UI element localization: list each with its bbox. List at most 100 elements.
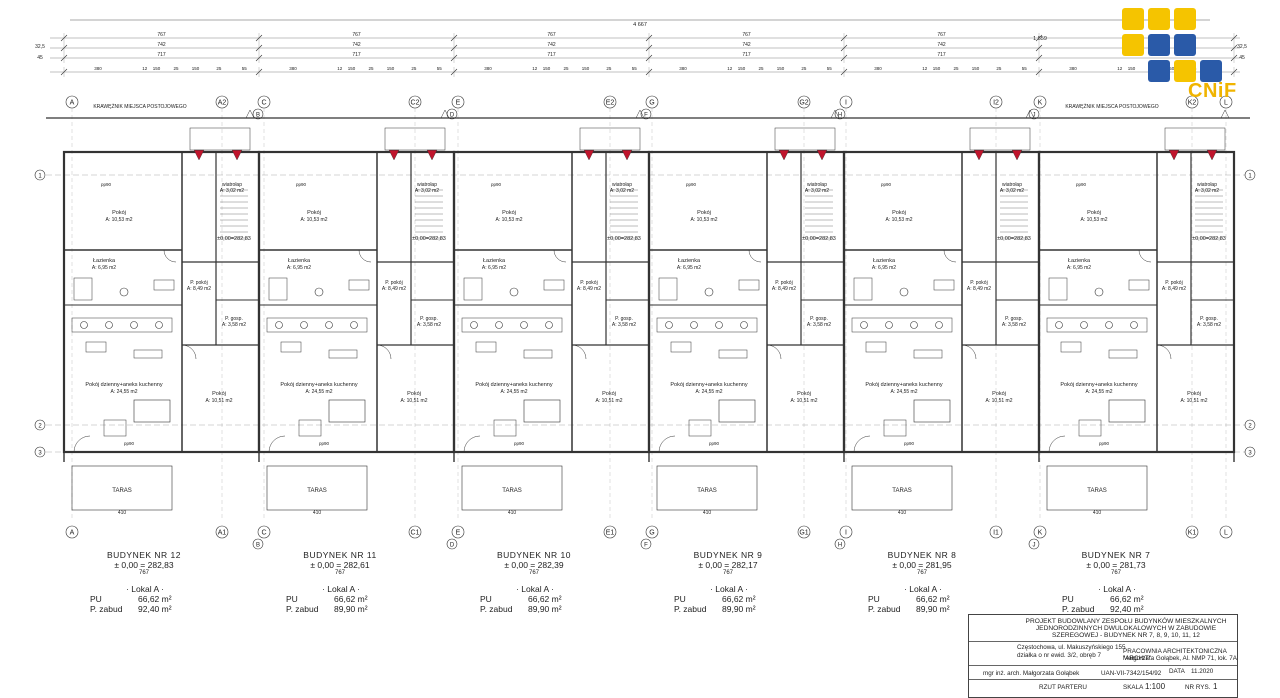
- kitchen-stool: [520, 321, 528, 329]
- row-number-left: 1: [38, 174, 42, 180]
- stove: [670, 341, 692, 353]
- unit-outer-wall: [842, 150, 1041, 454]
- window-tag: pp90: [296, 182, 307, 187]
- room-area: A: 10,51 m2: [986, 398, 1013, 404]
- row-bubble-left: [34, 419, 46, 431]
- grid-bubble-secondary-top: [1028, 108, 1040, 120]
- door-swing: [268, 435, 286, 453]
- sheet-label: NR RYS.: [1185, 684, 1211, 691]
- room-title: Pokój: [892, 210, 906, 216]
- grid-bubble-secondary-top: [252, 108, 264, 120]
- kitchen-stool: [105, 321, 113, 329]
- grid-letter-top: I: [845, 100, 847, 107]
- room-area: A: 24,55 m2: [696, 389, 723, 395]
- room-area: A: 3,02 m2: [1195, 188, 1219, 194]
- dim-row4-1-2: 150: [348, 66, 356, 71]
- room-title: P. gosp.: [1005, 316, 1023, 322]
- entrance-marker: [193, 149, 205, 161]
- kitchen-counter: [461, 317, 563, 333]
- dim-row4-3-4: 150: [777, 66, 785, 71]
- section-marker: [440, 109, 450, 119]
- kitchen-counter: [1046, 317, 1148, 333]
- dim-row2-0: 742: [157, 42, 166, 48]
- building-dim: 767: [528, 570, 539, 576]
- dim-row4-0-6: 55: [242, 66, 248, 71]
- grid-bubble-secondary-bottom: [834, 538, 846, 550]
- grid-bubble-top: [603, 95, 617, 109]
- room-title: Pokój: [407, 391, 421, 397]
- building-level: ± 0,00 = 281,95: [892, 560, 952, 570]
- dim-row4-0-0: 380: [94, 66, 102, 71]
- door-swing: [961, 344, 977, 360]
- window-tag: pp90: [514, 441, 525, 446]
- grid-letter-secondary-top: D: [450, 113, 455, 119]
- grid-bubble-secondary-bottom: [252, 538, 264, 550]
- grid-bubble-bottom: [1033, 525, 1047, 539]
- kitchen-stool: [495, 321, 503, 329]
- dim-row3-4: 717: [937, 52, 946, 58]
- room-area: A: 10,51 m2: [401, 398, 428, 404]
- kitchen-counter: [851, 317, 953, 333]
- grid-bubble-bottom: [1219, 525, 1233, 539]
- grid-letter-top: I2: [993, 100, 999, 107]
- room-title: Pokój dzienny+aneks kuchenny: [670, 382, 747, 388]
- stove: [85, 341, 107, 353]
- room-title: wiatrołap: [1002, 182, 1022, 188]
- room-title: P. pokój: [190, 280, 207, 286]
- building-level: ± 0,00 = 282,61: [310, 560, 370, 570]
- room-title: Pokój: [502, 210, 516, 216]
- room-title: P. pokój: [970, 280, 987, 286]
- kitchen-stool: [715, 321, 723, 329]
- room-area: A: 8,49 m2: [1162, 286, 1186, 292]
- dim-row2-4: 742: [937, 42, 946, 48]
- terrace-dim: 410: [118, 510, 127, 516]
- logo-square: [1122, 34, 1144, 56]
- dim-row4-0-5: 25: [216, 66, 222, 71]
- room-area: A: 6,95 m2: [1067, 265, 1091, 271]
- washbasin: [933, 279, 955, 291]
- kitchen-stool: [275, 321, 283, 329]
- grid-letter-secondary-bottom: D: [450, 543, 455, 549]
- door-swing: [853, 435, 871, 453]
- room-title: Łazienka: [93, 258, 116, 264]
- kitchen-stool: [325, 321, 333, 329]
- dim-row1-4: 767: [937, 32, 946, 38]
- dim-row4-3-3: 25: [758, 66, 764, 71]
- armchair: [493, 419, 517, 437]
- dim-row2-2: 742: [547, 42, 556, 48]
- kitchen-stool: [935, 321, 943, 329]
- dim-row2-3: 742: [742, 42, 751, 48]
- room-title: Pokój: [697, 210, 711, 216]
- room-title: Pokój: [797, 391, 811, 397]
- kitchen-stool: [665, 321, 673, 329]
- kitchen-stool: [910, 321, 918, 329]
- terrace-label: TARAS: [502, 488, 522, 494]
- porch: [969, 127, 1031, 151]
- porch: [189, 127, 251, 151]
- level-tag: ±0,00=282,83: [997, 236, 1031, 242]
- dim-overall: 4 667: [633, 22, 647, 28]
- dim-row3-3: 717: [742, 52, 751, 58]
- room-area: A: 3,58 m2: [417, 322, 441, 328]
- grid-bubble-bottom: [408, 525, 422, 539]
- date-value: 11.2020: [1191, 668, 1214, 675]
- dim-right-1: 32,5: [1237, 44, 1247, 50]
- room-area: A: 6,95 m2: [872, 265, 896, 271]
- dim-row4-2-2: 150: [543, 66, 551, 71]
- dim-row4-0-2: 150: [153, 66, 161, 71]
- project-title: PROJEKT BUDOWLANY ZESPOŁU BUDYNKÓW MIESZ…: [1025, 618, 1227, 639]
- dim-row4-2-3: 25: [563, 66, 569, 71]
- level-tag: ±0,00=282,83: [1192, 236, 1226, 242]
- dim-row4-4-6: 55: [1022, 66, 1028, 71]
- kitchen-stool: [1105, 321, 1113, 329]
- room-title: P. gosp.: [225, 316, 243, 322]
- entrance-marker: [1206, 149, 1218, 161]
- building-name: BUDYNEK NR 9: [693, 550, 763, 560]
- sofa: [328, 399, 366, 423]
